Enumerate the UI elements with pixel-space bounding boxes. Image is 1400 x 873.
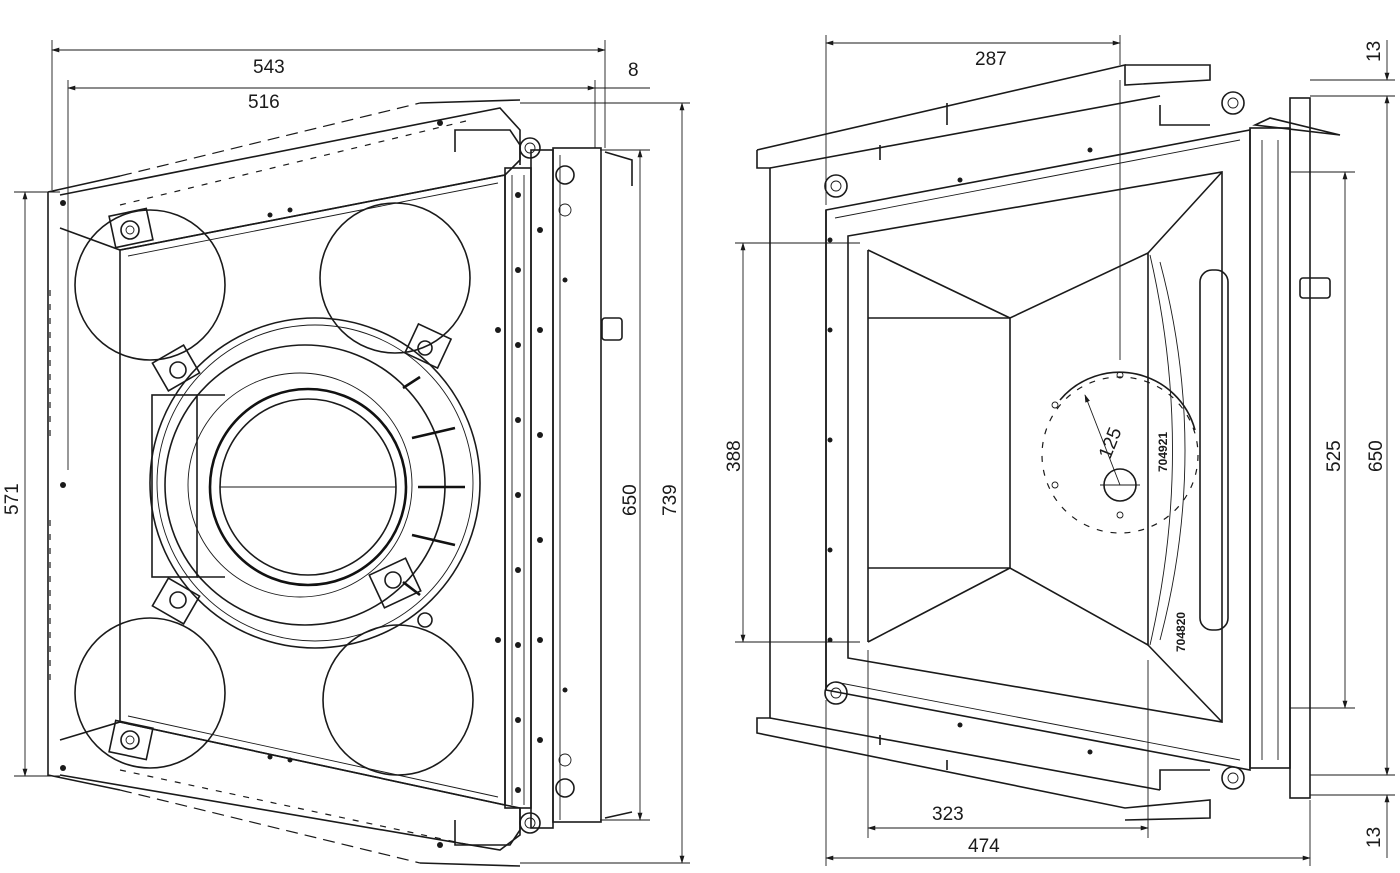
front-dim-516: 516 <box>67 80 596 470</box>
part-code-upper: 704921 <box>1156 432 1170 472</box>
front-casing-bottom-dashed <box>119 789 421 864</box>
part-code-lower: 704820 <box>1174 612 1188 652</box>
front-dim-8: 8 <box>578 60 650 89</box>
dim-label-571: 571 <box>2 483 23 515</box>
front-circle-br <box>322 624 474 776</box>
dim-label-323: 323 <box>932 804 964 825</box>
front-outlet-ring <box>208 387 408 587</box>
side-dim-13-bottom: 13 <box>1310 794 1395 858</box>
front-right-flange <box>530 149 554 829</box>
side-outlet-circle <box>1041 376 1199 534</box>
front-body-outline <box>119 174 506 806</box>
front-frame <box>552 147 602 823</box>
front-circle-tl <box>74 209 226 361</box>
front-casing-outline <box>47 175 121 791</box>
side-dim-323: 323 <box>867 650 1149 838</box>
front-dim-571: 571 <box>2 191 60 777</box>
dim-label-125: 125 <box>1095 425 1126 462</box>
side-dim-388: 388 <box>724 242 860 643</box>
front-circle-bl <box>74 617 226 769</box>
dim-label-650-side: 650 <box>1366 440 1387 472</box>
side-dim-287: 287 <box>825 35 1121 205</box>
front-dim-543: 543 <box>51 40 606 190</box>
side-dim-650: 650 <box>1310 95 1395 776</box>
dim-label-8: 8 <box>628 60 639 81</box>
side-dim-525: 525 <box>1290 171 1355 709</box>
side-dim-13-top: 13 <box>1310 40 1395 81</box>
side-handle-slot <box>1199 269 1229 631</box>
dim-label-650: 650 <box>620 484 641 516</box>
side-casing-outline <box>756 63 1211 821</box>
dim-label-516: 516 <box>248 92 280 113</box>
side-frame <box>1249 127 1291 769</box>
front-burner-outer <box>149 317 481 649</box>
dim-label-388: 388 <box>724 440 745 472</box>
dim-label-525: 525 <box>1324 440 1345 472</box>
side-dim-474: 474 <box>825 700 1311 866</box>
dim-label-543: 543 <box>253 57 285 78</box>
front-duct <box>151 394 198 578</box>
front-circle-tr <box>319 202 471 354</box>
front-casing-top-dashed <box>119 102 421 177</box>
side-funnel <box>868 251 1149 647</box>
side-view: 704921 704820 125 287 388 525 650 <box>724 35 1395 866</box>
front-dim-739: 739 <box>520 102 690 864</box>
side-hopper-outer <box>825 129 1251 771</box>
front-right-rail <box>504 167 532 809</box>
front-view: 543 516 8 571 650 739 <box>2 40 690 867</box>
side-flange <box>1289 97 1311 799</box>
dim-label-13-bottom: 13 <box>1364 827 1385 848</box>
front-dim-650: 650 <box>600 149 650 821</box>
dim-label-287: 287 <box>975 49 1007 70</box>
dim-label-474: 474 <box>968 836 1000 857</box>
dim-label-13-top: 13 <box>1364 41 1385 62</box>
dim-label-739: 739 <box>660 484 681 516</box>
